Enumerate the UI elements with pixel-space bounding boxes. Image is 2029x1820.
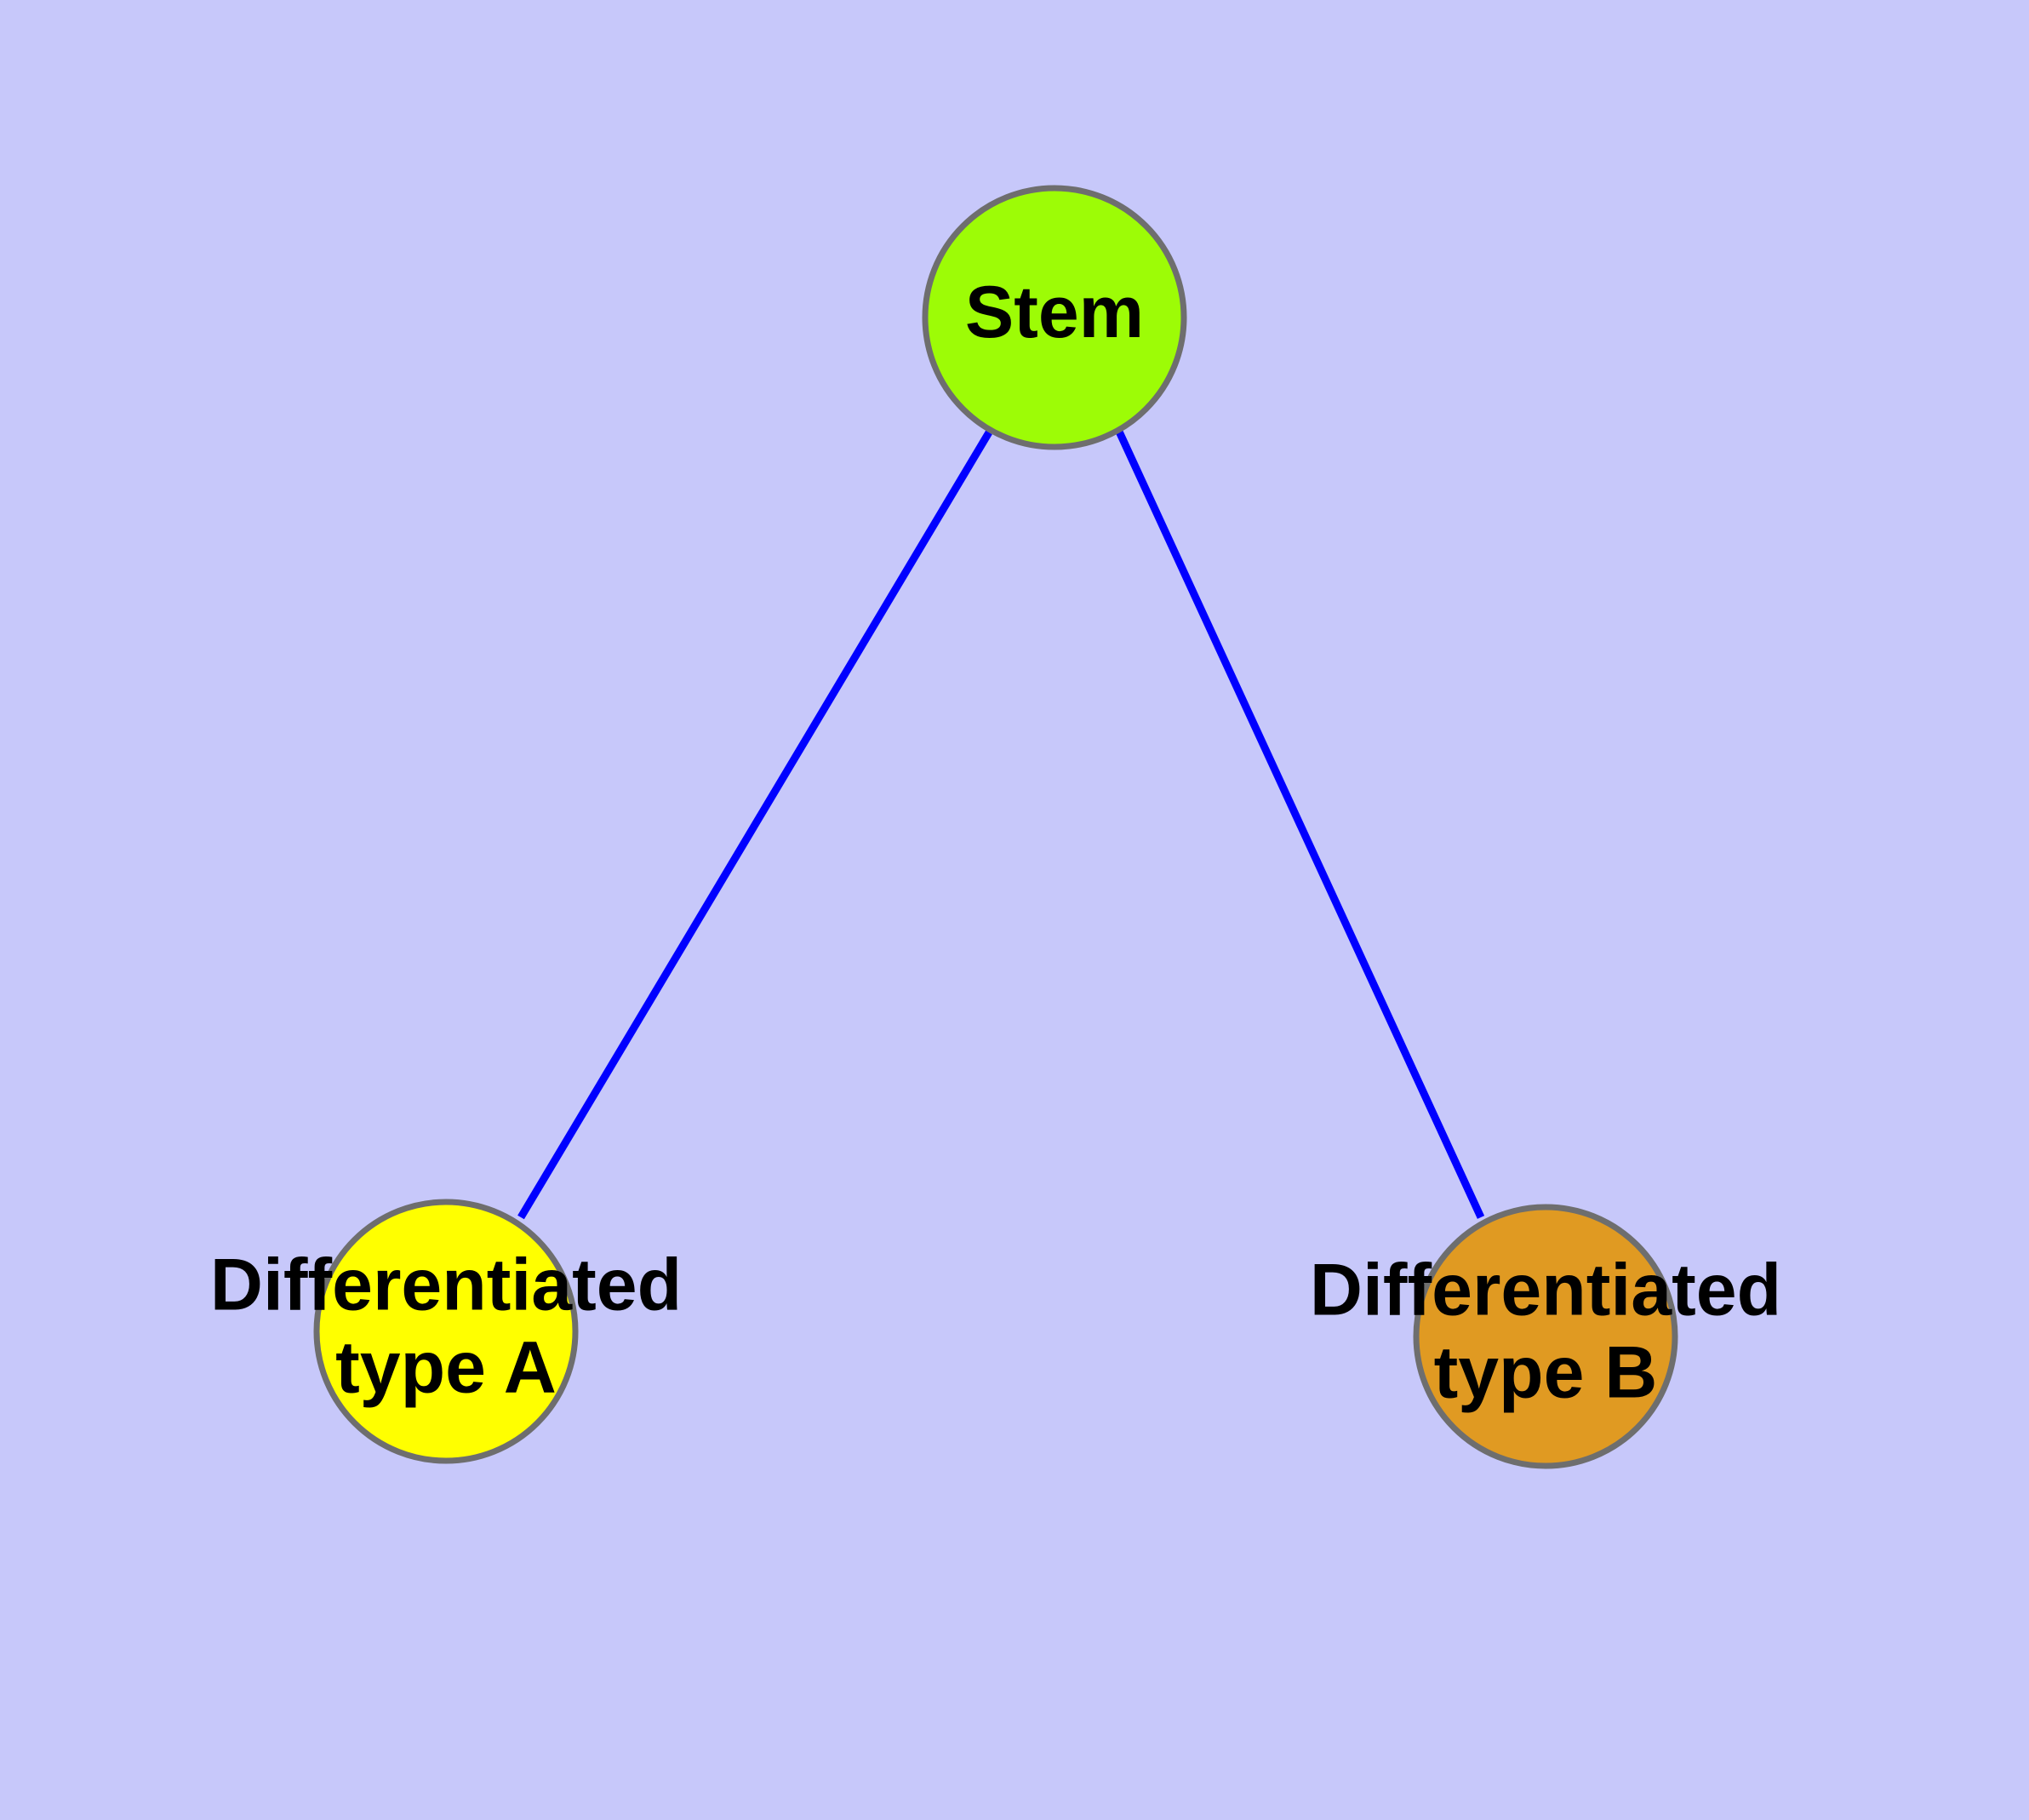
node-label-line: type A xyxy=(335,1326,557,1408)
graph-node-stem[interactable] xyxy=(922,185,1187,450)
node-label-stem: Stem xyxy=(965,272,1144,353)
nodes-layer xyxy=(313,185,1678,1469)
graph-node-diff_a[interactable] xyxy=(313,1199,579,1464)
node-label-line: Stem xyxy=(965,272,1144,353)
node-label-line: Differentiated xyxy=(1310,1249,1781,1331)
node-label-line: Differentiated xyxy=(210,1244,682,1325)
graph-edge-stem-to-a[interactable] xyxy=(517,430,992,1220)
graph-node-diff_b[interactable] xyxy=(1413,1204,1678,1469)
node-label-line: type B xyxy=(1434,1331,1658,1413)
edges-layer xyxy=(517,430,1485,1220)
graph-edge-stem-to-b[interactable] xyxy=(1115,430,1485,1219)
